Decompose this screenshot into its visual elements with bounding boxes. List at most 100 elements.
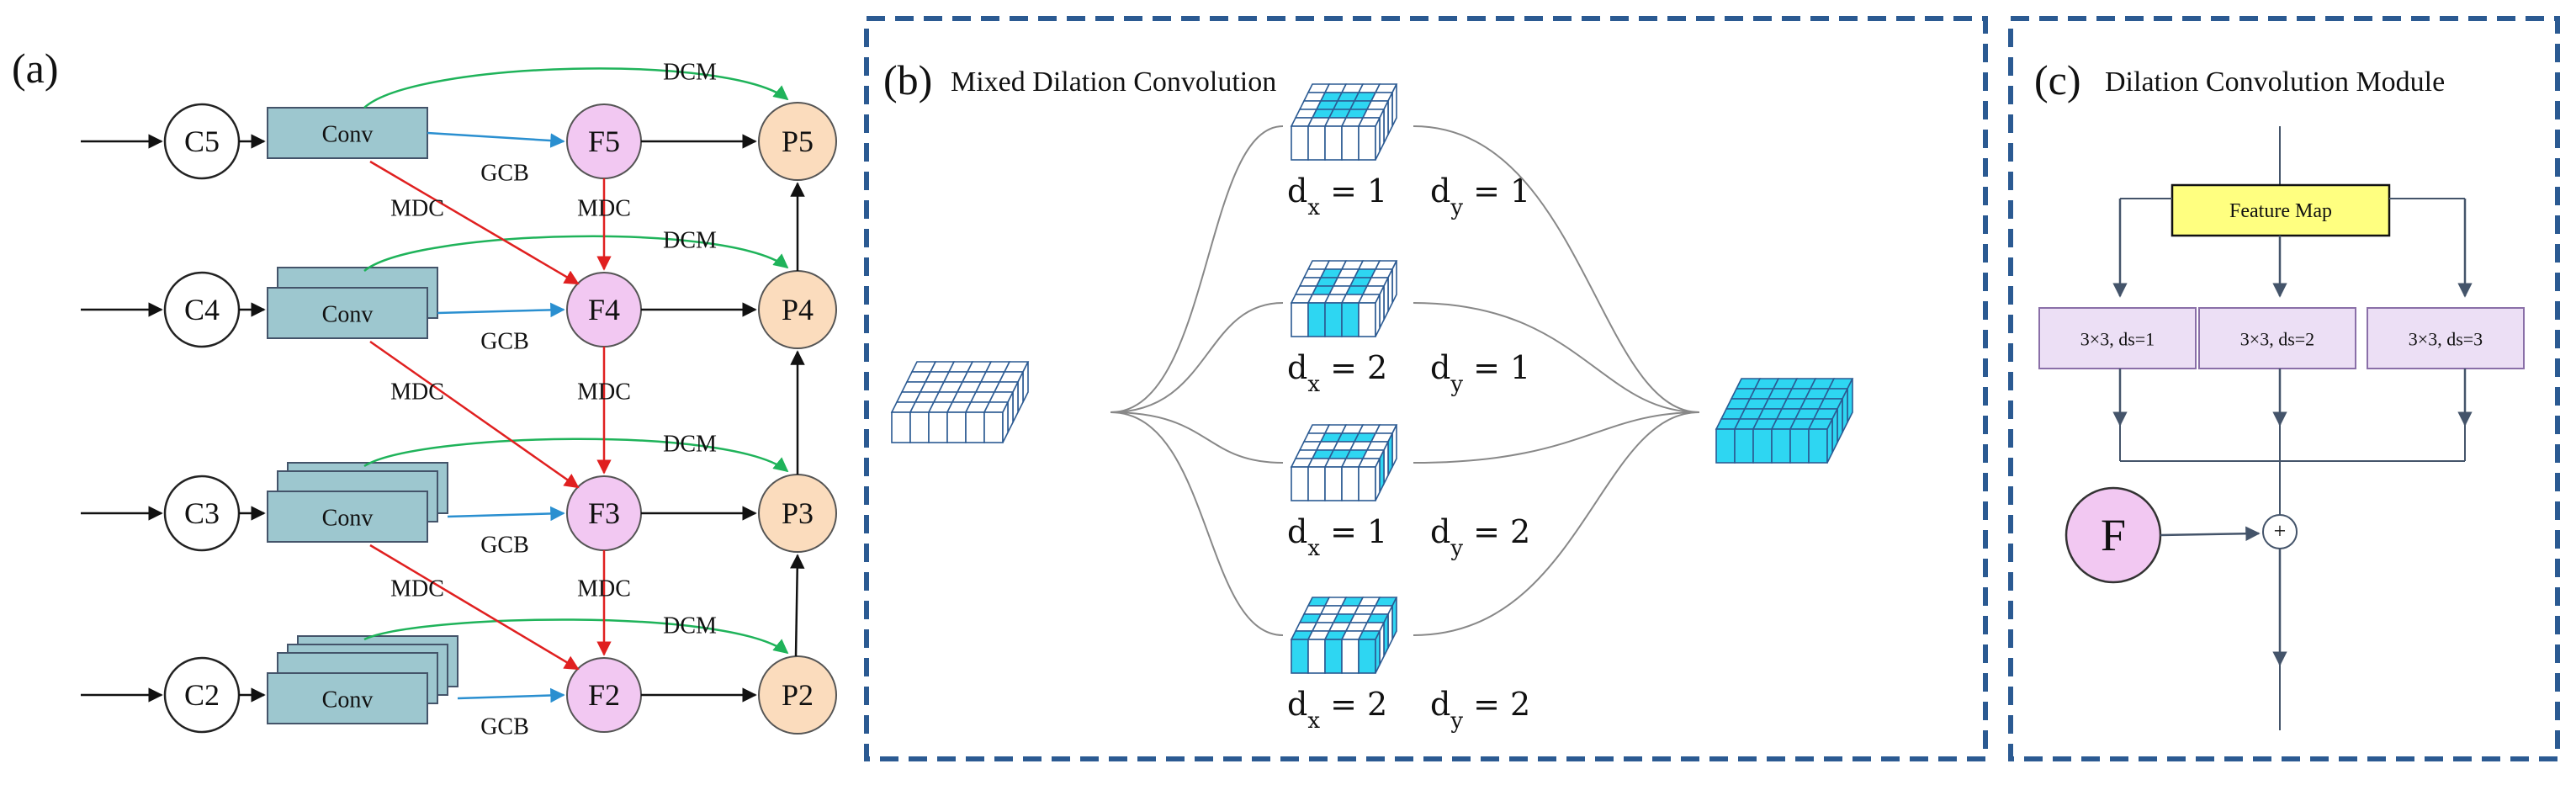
conv-label: Conv — [322, 122, 374, 148]
c-node-label: C5 — [184, 125, 220, 158]
dilation-grid-2 — [1290, 260, 1398, 337]
grid-cell-front — [1291, 302, 1309, 337]
grid-cell-front — [1291, 125, 1309, 161]
grid-cell-front — [1358, 125, 1376, 161]
f-to-add-arrow — [2160, 526, 2261, 542]
grid-cell-front — [1808, 428, 1828, 464]
conv-block — [267, 491, 428, 543]
input-feature-grid — [890, 361, 1030, 443]
grid-cell-front — [1341, 639, 1360, 674]
grid-cell-front — [1715, 428, 1736, 464]
dx-value: 1 — [1367, 513, 1387, 550]
branch-box-2 — [2198, 307, 2356, 369]
c-node-label: C3 — [184, 496, 220, 530]
dcm-arrow — [363, 438, 789, 473]
grid-cell-side — [1375, 294, 1381, 337]
p-node-p2 — [758, 655, 837, 735]
dcm-label: DCM — [663, 613, 717, 639]
merge-curve — [1413, 302, 1700, 413]
merge-curve — [1413, 411, 1700, 464]
mdc-diagonal-arrow — [369, 544, 580, 671]
dy-value: 2 — [1510, 513, 1530, 550]
branch-label: 3×3, ds=2 — [2240, 329, 2314, 350]
mdc-label: MDC — [390, 379, 444, 406]
grid-cell-side — [1375, 630, 1381, 674]
grid-cell-side — [1375, 117, 1381, 161]
gcb-arrow — [457, 687, 565, 703]
grid-cell-front — [1341, 466, 1360, 501]
grid-cell-front — [1358, 466, 1376, 501]
dx-value: 2 — [1367, 686, 1387, 723]
dcm-label: DCM — [663, 432, 717, 458]
f-node-label: F3 — [588, 496, 620, 530]
p-node-label: P2 — [782, 678, 814, 712]
grid-cell-front — [1341, 302, 1360, 337]
mdc-diagonal-arrow — [369, 160, 580, 285]
dcm-arrow — [363, 618, 789, 655]
f-node-label: F2 — [588, 678, 620, 712]
gcb-label: GCB — [480, 161, 529, 187]
grid-cell-front — [1307, 466, 1326, 501]
split-curve — [1110, 125, 1284, 413]
panel-c-frame — [2008, 16, 2560, 761]
p-node-label: P4 — [782, 293, 814, 326]
conv-label: Conv — [322, 302, 374, 328]
p-node-label: P5 — [782, 125, 814, 158]
mdc-label: MDC — [577, 196, 631, 222]
grid-cell-front — [1307, 302, 1326, 337]
grid-cell-front — [891, 411, 911, 443]
c-node-label: C2 — [184, 678, 220, 712]
gcb-arrow — [427, 131, 565, 148]
dx-label: dx = 1 — [1287, 513, 1387, 561]
grid-cell-front — [1291, 639, 1309, 674]
dx-value: 1 — [1367, 172, 1387, 210]
branch-box-3 — [2367, 307, 2525, 369]
panel-c: (c) Dilation Convolution Module Feature … — [2008, 16, 2560, 761]
panel-b-frame — [864, 16, 1988, 761]
merge-curve — [1413, 411, 1700, 636]
dy-label: dy = 1 — [1430, 349, 1530, 397]
dx-label: dx = 2 — [1287, 686, 1387, 734]
grid-cell-front — [1358, 302, 1376, 337]
grid-cell-front — [946, 411, 967, 443]
grid-cell-front — [983, 411, 1004, 443]
mdc-diagonal-arrow — [369, 340, 580, 489]
dy-label: dy = 1 — [1430, 172, 1530, 220]
split-curve — [1110, 302, 1284, 413]
grid-cell-front — [1291, 466, 1309, 501]
dcm-arrow — [363, 67, 789, 109]
panel-c-label: (c) — [2034, 56, 2081, 103]
p-upward-arrow — [789, 554, 805, 657]
branch-box-1 — [2038, 307, 2197, 369]
dx-label: dx = 1 — [1287, 172, 1387, 220]
grid-cell-front — [1324, 302, 1343, 337]
conv-block — [267, 672, 428, 724]
grid-cell-side — [1826, 418, 1833, 464]
mdc-label: MDC — [577, 576, 631, 602]
mdc-label: MDC — [390, 196, 444, 222]
grid-cell-front — [1771, 428, 1791, 464]
dy-value: 1 — [1510, 349, 1530, 386]
grid-cell-front — [1324, 639, 1343, 674]
dilation-grid-4 — [1290, 597, 1398, 674]
dy-value: 2 — [1510, 686, 1530, 723]
add-symbol: + — [2274, 519, 2287, 544]
grid-cell-front — [1752, 428, 1773, 464]
conv-block — [267, 107, 428, 159]
conv-block — [267, 287, 428, 339]
p-node-label: P3 — [782, 496, 814, 530]
mdc-label: MDC — [390, 576, 444, 602]
dcm-label: DCM — [663, 60, 717, 86]
panel-b-title: Mixed Dilation Convolution — [951, 66, 1276, 98]
split-curve — [1110, 411, 1284, 636]
conv-label: Conv — [322, 687, 374, 713]
dilation-grid-3 — [1290, 424, 1398, 501]
dx-label: dx = 2 — [1287, 349, 1387, 397]
dy-label: dy = 2 — [1430, 686, 1530, 734]
c-node-label: C4 — [184, 293, 220, 326]
grid-cell-front — [1734, 428, 1754, 464]
grid-cell-side — [1002, 401, 1009, 443]
branch-label: 3×3, ds=1 — [2080, 329, 2155, 350]
